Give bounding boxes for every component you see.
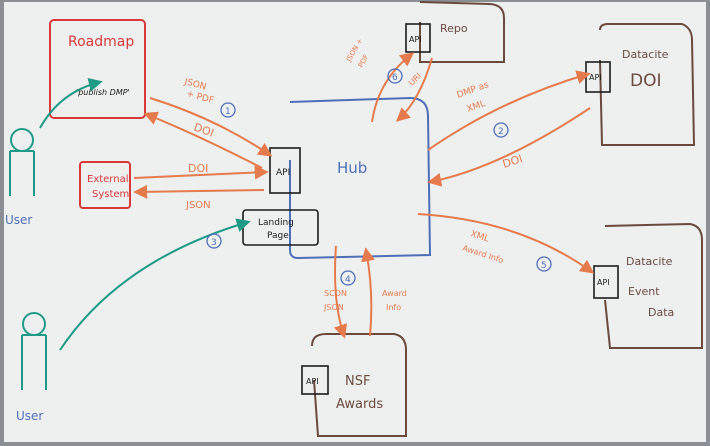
user-top-label: User bbox=[5, 213, 32, 227]
external-system-box bbox=[79, 161, 131, 209]
roadmap-to-hub-arrow bbox=[149, 97, 273, 157]
datacite-doi-node: Datacite DOI API bbox=[585, 23, 696, 146]
user-bottom-body bbox=[21, 334, 47, 390]
step-1-label: 1 bbox=[225, 107, 231, 117]
repo-node: Repo API bbox=[405, 1, 505, 63]
datacite-doi-line1: Datacite bbox=[622, 48, 669, 61]
step-3-label: 3 bbox=[211, 238, 217, 248]
nsf-awards-line2: Awards bbox=[336, 397, 383, 412]
user-bottom-label: User bbox=[16, 409, 43, 423]
user-top-body bbox=[9, 150, 35, 196]
datacite-event-box bbox=[604, 222, 703, 349]
nsf-hub-label-2: Info bbox=[386, 303, 401, 312]
repo-box bbox=[419, 1, 505, 63]
user-bottom-figure bbox=[21, 312, 47, 390]
landing-page-line1: Landing bbox=[258, 218, 294, 228]
datacite-event-node: Datacite Event Data API bbox=[593, 222, 703, 349]
nsf-awards-api-label: API bbox=[306, 377, 319, 386]
step-4-circle bbox=[340, 270, 356, 286]
hub-to-external-arrow bbox=[133, 184, 265, 199]
datacite-event-api-label: API bbox=[597, 278, 610, 287]
repo-title: Repo bbox=[440, 22, 468, 35]
doi-to-hub-arrow bbox=[427, 107, 591, 187]
doi-hub-label: DOI bbox=[501, 152, 524, 171]
step-5-circle bbox=[536, 256, 552, 272]
datacite-event-line2: Event bbox=[628, 285, 660, 298]
step-2-label: 2 bbox=[498, 127, 504, 137]
datacite-event-line3: Data bbox=[648, 306, 674, 319]
repo-api-label: API bbox=[409, 35, 422, 44]
datacite-event-api-box bbox=[593, 265, 619, 299]
hub-to-event-arrow bbox=[417, 213, 595, 274]
datacite-doi-box bbox=[599, 23, 696, 146]
user-top-figure bbox=[9, 128, 35, 196]
user-to-roadmap-arrow bbox=[39, 77, 103, 129]
step-5-label: 5 bbox=[541, 261, 547, 271]
nsf-awards-node: NSF Awards API bbox=[301, 333, 407, 437]
repo-to-hub-arrow bbox=[395, 57, 433, 122]
hub-to-doi-arrow bbox=[427, 70, 591, 151]
hub-api-label: API bbox=[276, 168, 290, 178]
hub-api-box bbox=[269, 147, 301, 194]
user-to-landing-arrow bbox=[59, 218, 251, 351]
step-4-label: 4 bbox=[345, 275, 351, 285]
datacite-doi-api-label: API bbox=[589, 73, 602, 82]
external-system-node: External System bbox=[79, 161, 131, 209]
step-3-circle bbox=[206, 233, 222, 249]
external-system-line1: External bbox=[87, 174, 129, 185]
hub-nsf-label-1: SCON bbox=[324, 289, 347, 298]
roadmap-title: Roadmap bbox=[68, 34, 134, 50]
step-2-circle bbox=[493, 122, 509, 138]
hub-to-repo-arrow bbox=[371, 52, 415, 123]
roadmap-note: 'publish DMP' bbox=[76, 88, 130, 97]
hub-to-nsf-arrow bbox=[333, 245, 348, 339]
nsf-awards-box bbox=[311, 333, 407, 437]
external-to-hub-arrow bbox=[133, 165, 269, 180]
nsf-to-hub-arrow bbox=[361, 247, 375, 337]
hub-nsf-label-2: JSON bbox=[323, 303, 344, 312]
hub-box bbox=[289, 96, 432, 260]
external-hub-label: DOI bbox=[188, 162, 208, 175]
hub-node: Hub API bbox=[269, 96, 432, 260]
hub-external-label: JSON bbox=[185, 200, 211, 211]
datacite-event-line1: Datacite bbox=[626, 255, 673, 268]
external-system-line2: System bbox=[92, 189, 129, 200]
step-1-circle bbox=[220, 102, 236, 118]
step-6-circle bbox=[387, 68, 403, 84]
roadmap-node: Roadmap 'publish DMP' bbox=[49, 19, 146, 119]
step-6-label: 6 bbox=[392, 73, 398, 83]
nsf-awards-api-box bbox=[301, 365, 329, 395]
nsf-hub-label-1: Award bbox=[382, 289, 407, 298]
datacite-doi-line2: DOI bbox=[630, 71, 662, 91]
hub-to-roadmap-arrow bbox=[143, 111, 263, 169]
repo-api-box bbox=[405, 23, 431, 53]
nsf-awards-line1: NSF bbox=[345, 374, 370, 389]
roadmap-box bbox=[49, 19, 146, 119]
hub-title: Hub bbox=[337, 159, 367, 177]
landing-page-line2: Page bbox=[267, 231, 289, 241]
